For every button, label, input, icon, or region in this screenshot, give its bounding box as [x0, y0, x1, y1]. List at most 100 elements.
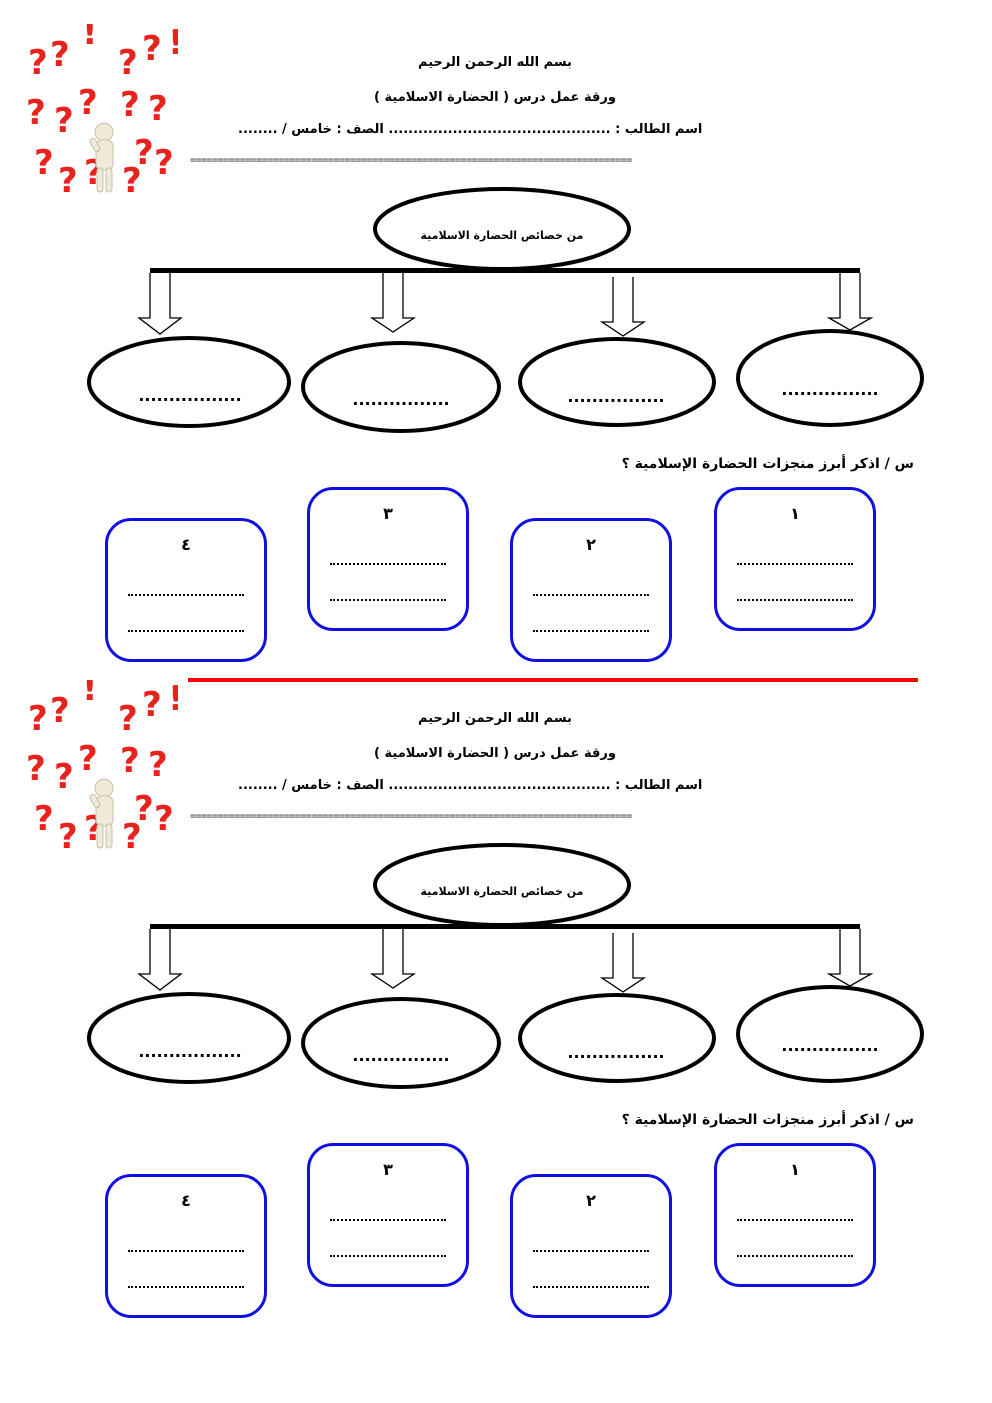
svg-text:?: ? — [54, 101, 74, 141]
svg-text:?: ? — [26, 749, 46, 789]
branch-ellipse-1[interactable] — [736, 985, 924, 1083]
answer-line[interactable] — [533, 1250, 649, 1252]
answer-line[interactable] — [330, 599, 446, 601]
worksheet-copy: ??! ??! ??? ?? ??? ??? بسم الله الرحمن ا… — [0, 0, 992, 662]
svg-text:?: ? — [50, 35, 70, 75]
svg-text:?: ? — [122, 161, 142, 194]
down-arrow-icon — [137, 929, 183, 991]
worksheet-title: ورقة عمل درس ( الحضارة الاسلامية ) — [374, 90, 616, 105]
branch-blank-3: ................ — [352, 390, 449, 409]
svg-text:?: ? — [78, 83, 98, 123]
branch-blank-1: ................ — [781, 1036, 878, 1055]
answer-line[interactable] — [128, 1286, 244, 1288]
concept-map-branch-bar — [150, 268, 860, 273]
svg-text:?: ? — [28, 699, 48, 739]
svg-text:?: ? — [120, 85, 140, 125]
worksheet-copy: ??! ??! ??? ?? ??? ??? بسم الله الرحمن ا… — [0, 656, 992, 1318]
svg-text:?: ? — [154, 799, 174, 839]
svg-text:?: ? — [142, 685, 162, 725]
worksheet-title: ورقة عمل درس ( الحضارة الاسلامية ) — [374, 746, 616, 761]
answer-line[interactable] — [737, 599, 853, 601]
svg-text:?: ? — [118, 699, 138, 739]
branch-blank-1: ................ — [781, 380, 878, 399]
answer-line[interactable] — [128, 594, 244, 596]
svg-text:?: ? — [34, 799, 54, 839]
answer-line[interactable] — [128, 630, 244, 632]
svg-text:?: ? — [134, 789, 154, 829]
down-arrow-icon — [369, 273, 417, 333]
branch-ellipse-2[interactable] — [518, 337, 716, 427]
branch-ellipse-4[interactable] — [87, 992, 291, 1084]
cut-divider-line — [188, 678, 918, 682]
svg-text:!: ! — [82, 24, 98, 53]
answer-line[interactable] — [330, 1255, 446, 1257]
svg-text:?: ? — [148, 745, 168, 785]
svg-text:!: ! — [82, 680, 98, 709]
svg-text:?: ? — [58, 161, 78, 194]
achievements-question: س / اذكر أبرز منجزات الحضارة الإسلامية ؟ — [621, 1112, 914, 1128]
question-marks-illustration-icon: ??! ??! ??? ?? ??? ??? — [26, 24, 178, 194]
answer-box-1[interactable]: ١ — [714, 487, 876, 631]
header-separator: ========================================… — [190, 811, 632, 822]
svg-text:?: ? — [154, 143, 174, 183]
answer-box-2[interactable]: ٢ — [510, 518, 672, 662]
down-arrow-icon — [369, 929, 417, 989]
answer-line[interactable] — [533, 630, 649, 632]
answer-box-number: ٤ — [181, 535, 191, 554]
student-name-class-field[interactable]: اسم الطالب : ...........................… — [238, 122, 703, 137]
answer-box-2[interactable]: ٢ — [510, 1174, 672, 1318]
branch-ellipse-1[interactable] — [736, 329, 924, 427]
down-arrow-icon — [826, 273, 874, 331]
branch-ellipse-3[interactable] — [301, 997, 501, 1089]
answer-box-4[interactable]: ٤ — [105, 1174, 267, 1318]
svg-text:?: ? — [54, 757, 74, 797]
branch-ellipse-2[interactable] — [518, 993, 716, 1083]
svg-text:?: ? — [120, 741, 140, 781]
header-separator: ========================================… — [190, 155, 632, 166]
svg-text:?: ? — [58, 817, 78, 850]
branch-blank-4: ................. — [138, 1042, 241, 1061]
answer-box-number: ٢ — [586, 1191, 596, 1210]
answer-line[interactable] — [533, 594, 649, 596]
answer-line[interactable] — [330, 563, 446, 565]
answer-box-number: ٤ — [181, 1191, 191, 1210]
basmala-heading: بسم الله الرحمن الرحيم — [418, 55, 572, 70]
answer-line[interactable] — [128, 1250, 244, 1252]
svg-text:?: ? — [148, 89, 168, 129]
svg-text:?: ? — [28, 43, 48, 83]
answer-line[interactable] — [737, 563, 853, 565]
achievements-question: س / اذكر أبرز منجزات الحضارة الإسلامية ؟ — [621, 456, 914, 472]
answer-box-4[interactable]: ٤ — [105, 518, 267, 662]
branch-blank-2: ................ — [567, 1043, 664, 1062]
answer-box-3[interactable]: ٣ — [307, 1143, 469, 1287]
concept-map: من خصائص الحضارة الاسلامية .............… — [87, 843, 924, 1089]
answer-line[interactable] — [737, 1219, 853, 1221]
concept-map-center-label: من خصائص الحضارة الاسلامية — [421, 229, 584, 242]
svg-text:?: ? — [118, 43, 138, 83]
answer-line[interactable] — [533, 1286, 649, 1288]
down-arrow-icon — [826, 929, 874, 987]
svg-text:?: ? — [142, 29, 162, 69]
svg-text:?: ? — [134, 133, 154, 173]
answer-box-1[interactable]: ١ — [714, 1143, 876, 1287]
svg-text:?: ? — [122, 817, 142, 850]
answer-box-number: ١ — [790, 1160, 800, 1179]
branch-blank-3: ................ — [352, 1046, 449, 1065]
answer-box-3[interactable]: ٣ — [307, 487, 469, 631]
concept-map: من خصائص الحضارة الاسلامية .............… — [87, 187, 924, 433]
svg-text:!: ! — [168, 24, 178, 63]
student-name-class-field[interactable]: اسم الطالب : ...........................… — [238, 778, 703, 793]
answer-box-number: ٣ — [383, 1160, 393, 1179]
concept-map-branch-bar — [150, 924, 860, 929]
down-arrow-icon — [599, 933, 647, 993]
svg-text:!: ! — [168, 680, 178, 719]
answer-line[interactable] — [330, 1219, 446, 1221]
answer-line[interactable] — [737, 1255, 853, 1257]
svg-text:?: ? — [78, 739, 98, 779]
answer-box-number: ٣ — [383, 504, 393, 523]
answer-box-number: ١ — [790, 504, 800, 523]
answer-box-number: ٢ — [586, 535, 596, 554]
down-arrow-icon — [599, 277, 647, 337]
branch-ellipse-3[interactable] — [301, 341, 501, 433]
branch-ellipse-4[interactable] — [87, 336, 291, 428]
